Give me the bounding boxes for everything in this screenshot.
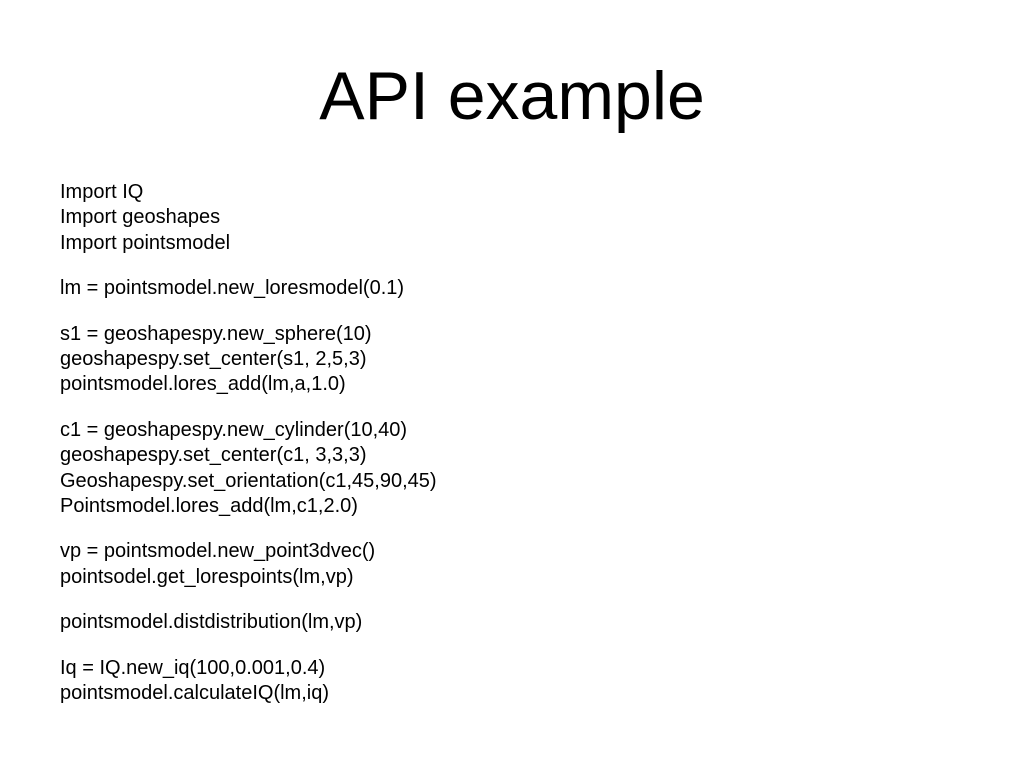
code-group-iq: Iq = IQ.new_iq(100,0.001,0.4) pointsmode… <box>60 656 437 707</box>
slide-body: Import IQ Import geoshapes Import points… <box>60 180 437 707</box>
code-line: c1 = geoshapespy.new_cylinder(10,40) <box>60 418 408 441</box>
code-line: geoshapespy.set_center(c1, 3,3,3) <box>60 444 367 467</box>
code-line: pointsmodel.calculateIQ(lm,iq) <box>60 682 329 705</box>
code-line: Import pointsmodel <box>60 231 231 254</box>
code-group-loresmodel: lm = pointsmodel.new_loresmodel(0.1) <box>60 276 437 301</box>
code-group-points: vp = pointsmodel.new_point3dvec() points… <box>60 539 437 590</box>
code-group-distribution: pointsmodel.distdistribution(lm,vp) <box>60 610 437 635</box>
code-group-cylinder: c1 = geoshapespy.new_cylinder(10,40) geo… <box>60 418 437 520</box>
code-line: Pointsmodel.lores_add(lm,c1,2.0) <box>60 495 358 518</box>
code-line: Import IQ <box>60 181 144 203</box>
code-line: Import geoshapes <box>60 206 221 229</box>
code-line: Iq = IQ.new_iq(100,0.001,0.4) <box>60 656 326 679</box>
code-line: pointsmodel.distdistribution(lm,vp) <box>60 611 363 634</box>
code-line: lm = pointsmodel.new_loresmodel(0.1) <box>60 277 405 300</box>
code-line: geoshapespy.set_center(s1, 2,5,3) <box>60 348 367 371</box>
code-line: pointsodel.get_lorespoints(lm,vp) <box>60 565 354 588</box>
code-group-imports: Import IQ Import geoshapes Import points… <box>60 180 437 256</box>
code-line: Geoshapespy.set_orientation(c1,45,90,45) <box>60 469 437 492</box>
code-line: s1 = geoshapespy.new_sphere(10) <box>60 322 372 345</box>
code-group-sphere: s1 = geoshapespy.new_sphere(10) geoshape… <box>60 322 437 398</box>
code-line: vp = pointsmodel.new_point3dvec() <box>60 540 376 563</box>
code-line: pointsmodel.lores_add(lm,a,1.0) <box>60 373 346 396</box>
slide-title: API example <box>319 58 705 134</box>
